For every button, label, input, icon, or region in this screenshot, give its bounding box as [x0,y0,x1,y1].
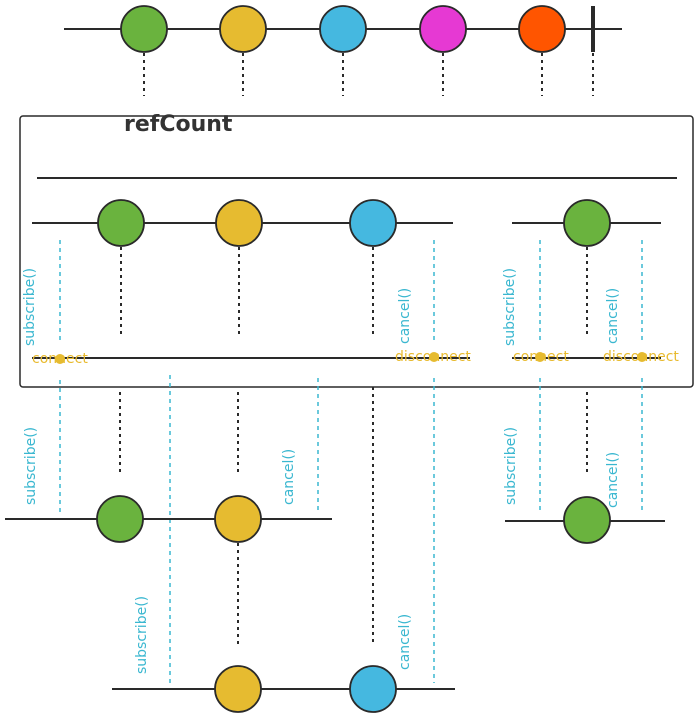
connect-point [55,354,65,364]
disconnect-point [429,352,439,362]
operator-box-frame [19,115,694,388]
upstream-marble-green-second [563,199,611,247]
subscriber-1-marble-yellow [214,495,262,543]
connect-point [535,352,545,362]
subscribe-label: subscribe() [23,427,39,505]
source-marble-green [120,5,168,53]
subscribe-label: subscribe() [134,596,150,674]
upstream-marble-green [97,199,145,247]
source-timeline [64,5,622,96]
subscribe-label: subscribe() [503,427,519,505]
operator-title: refCount [124,112,233,137]
output-connectors [59,375,643,683]
operator-box: refCount subscribe() cancel() subscribe(… [19,112,694,388]
cancel-label: cancel() [397,614,413,670]
cancel-label: cancel() [605,288,621,344]
source-marble-magenta [419,5,467,53]
subscribe-label: subscribe() [22,268,38,346]
source-marble-orange [518,5,566,53]
subscriber-1-timeline: subscribe() cancel() [5,427,332,543]
subscriber-2-marble-yellow [214,665,262,713]
source-marble-yellow [219,5,267,53]
subscriber-3-timeline: subscribe() cancel() [503,427,665,544]
cancel-label: cancel() [605,452,621,508]
subscriber-1-marble-green [96,495,144,543]
subscriber-2-timeline: subscribe() cancel() [112,596,455,713]
subscriber-2-marble-blue [349,665,397,713]
source-marble-blue [319,5,367,53]
upstream-marble-blue [349,199,397,247]
cancel-label: cancel() [397,288,413,344]
subscriber-3-marble-green [563,496,611,544]
upstream-marble-yellow [215,199,263,247]
cancel-label: cancel() [281,449,297,505]
subscribe-label: subscribe() [502,268,518,346]
disconnect-point [637,352,647,362]
